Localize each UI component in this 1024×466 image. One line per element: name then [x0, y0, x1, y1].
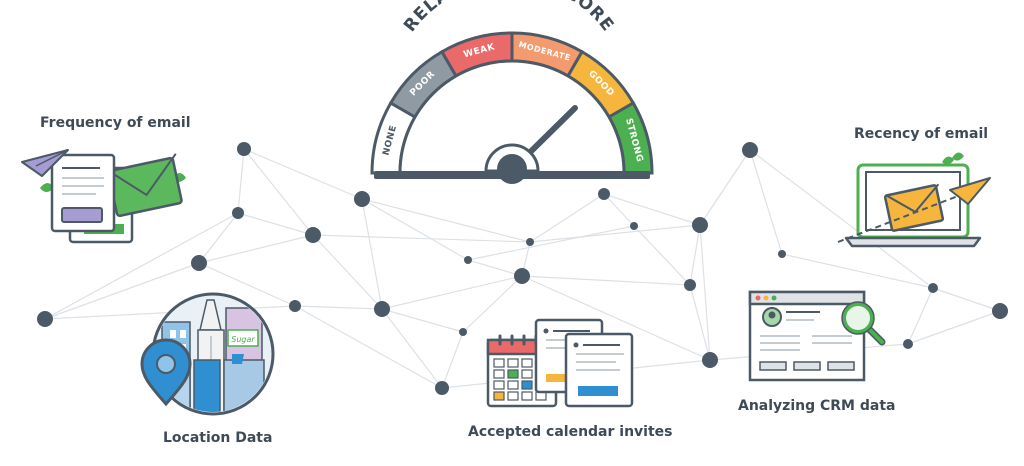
network-edge	[529, 224, 701, 243]
network-edge	[907, 287, 934, 345]
network-node	[374, 301, 390, 317]
network-edge	[781, 253, 934, 289]
network-edge	[699, 224, 711, 361]
store-sign: Sugar	[231, 335, 255, 344]
label-location: Location Data	[163, 430, 273, 446]
magnifier-icon	[841, 301, 886, 346]
network-edge	[237, 212, 314, 236]
network-edge	[467, 259, 523, 277]
network-node	[435, 381, 449, 395]
calendar-day	[493, 369, 505, 379]
calendar-day	[521, 391, 533, 401]
email-recency-illustration	[837, 152, 991, 248]
paper-plane-icon	[21, 149, 69, 177]
network-edge	[381, 275, 523, 310]
network-edge	[381, 308, 443, 389]
label-email-recency: Recency of email	[854, 126, 989, 142]
crm-illustration	[748, 290, 886, 382]
network-node	[778, 250, 786, 258]
network-node	[742, 142, 758, 158]
envelope-icon	[107, 153, 183, 218]
network-edge	[689, 224, 701, 286]
network-edge	[521, 275, 711, 361]
calendar-day	[493, 391, 505, 401]
location-pin-icon	[140, 338, 192, 407]
network-node	[514, 268, 530, 284]
network-edge	[529, 193, 605, 243]
network-node	[289, 300, 301, 312]
calendar-day	[507, 391, 519, 401]
network-edge	[198, 262, 296, 307]
label-calendar: Accepted calendar invites	[468, 424, 673, 440]
network-edge	[521, 275, 691, 286]
network-edge	[932, 287, 1001, 312]
network-edge	[294, 305, 383, 310]
calendar-illustration	[486, 318, 634, 408]
network-node	[684, 279, 696, 291]
network-edge	[361, 198, 531, 243]
network-node	[928, 283, 938, 293]
calendar-day	[521, 369, 533, 379]
paper-plane-icon	[949, 177, 991, 205]
network-edge	[462, 275, 523, 333]
network-edge	[44, 212, 239, 320]
calendar-day	[493, 380, 505, 390]
network-node	[191, 255, 207, 271]
relationship-score-gauge: RELATIONSHIP SCORE NONEPOORWEAKMODERATEG…	[370, 0, 654, 184]
network-node	[305, 227, 321, 243]
network-edge	[467, 225, 635, 261]
calendar-day	[507, 358, 519, 368]
network-edge	[294, 305, 443, 389]
calendar-day	[521, 380, 533, 390]
network-node	[237, 142, 251, 156]
network-edge	[312, 234, 531, 243]
calendar-day	[493, 358, 505, 368]
network-node	[630, 222, 638, 230]
network-node	[903, 339, 913, 349]
network-edge	[381, 308, 464, 333]
network-node	[37, 311, 53, 327]
location-illustration: Sugar	[140, 292, 275, 416]
network-node	[702, 352, 718, 368]
network-edge	[749, 149, 783, 255]
network-node	[992, 303, 1008, 319]
network-edge	[603, 193, 701, 226]
network-node	[526, 238, 534, 246]
network-node	[692, 217, 708, 233]
network-edge	[907, 310, 1001, 345]
network-edge	[243, 148, 314, 236]
network-edge	[633, 225, 691, 286]
network-node	[354, 191, 370, 207]
label-crm: Analyzing CRM data	[738, 398, 896, 414]
network-node	[464, 256, 472, 264]
calendar-day	[507, 380, 519, 390]
network-edge	[44, 262, 200, 320]
network-edge	[198, 212, 239, 264]
network-edge	[749, 149, 934, 289]
label-email-frequency: Frequency of email	[40, 115, 191, 131]
network-node	[232, 207, 244, 219]
network-node	[459, 328, 467, 336]
gauge-title: RELATIONSHIP SCORE	[400, 0, 618, 36]
network-node	[598, 188, 610, 200]
gauge-hub	[497, 154, 527, 184]
network-edge	[603, 193, 635, 227]
network-edge	[689, 284, 711, 361]
network-edge	[198, 234, 314, 264]
network-edge	[237, 148, 245, 214]
calendar-day	[521, 358, 533, 368]
email-frequency-illustration	[21, 149, 186, 244]
network-edge	[361, 198, 469, 261]
network-edge	[312, 234, 383, 310]
calendar-day	[507, 369, 519, 379]
network-edge	[699, 149, 751, 226]
network-edge	[361, 198, 383, 310]
network-edge	[243, 148, 363, 200]
network-edge	[441, 331, 464, 389]
